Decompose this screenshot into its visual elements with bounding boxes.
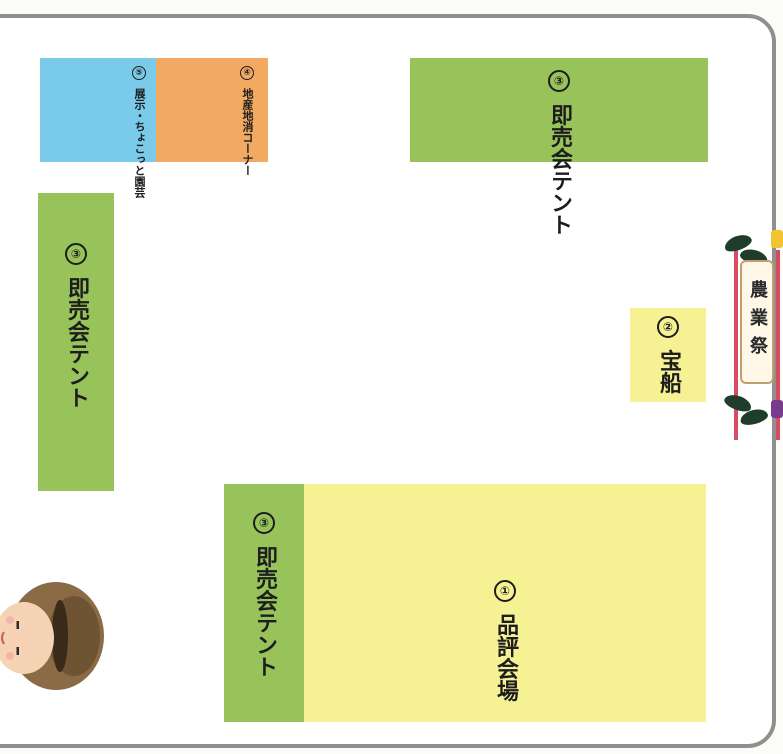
area-sokubai-top-number: ③ [548,70,570,92]
area-tenji[interactable]: ⑤ 展示・ちょこっと園芸 [40,58,156,198]
gate-post-right [776,250,780,440]
farmer-mascot-icon [0,580,112,698]
area-sokubai-left-number: ③ [65,243,87,265]
farmer-mascot-svg [0,582,104,690]
area-sokubai-top[interactable]: ③ 即売会テント [410,58,708,236]
area-hinpyo-text: 品評会場 [493,613,518,702]
area-sokubai-left-text: 即売会テント [64,276,89,409]
area-sokubai-bottom-text: 即売会テント [252,545,277,678]
area-chisan-label: ④ 地産地消コーナー [240,66,254,176]
gate-post-left [734,250,738,440]
area-hinpyo-number: ① [494,580,516,602]
area-takarabune-label: ② 宝船 [655,316,681,394]
area-sokubai-bottom[interactable]: ③ 即売会テント [224,484,304,722]
area-sokubai-left[interactable]: ③ 即売会テント [38,193,114,491]
area-takarabune[interactable]: ② 宝船 [630,308,706,402]
area-tenji-text: 展示・ちょこっと園芸 [133,87,146,198]
area-sokubai-bottom-label: ③ 即売会テント [251,512,277,678]
area-takarabune-text: 宝船 [656,349,681,394]
area-hinpyo[interactable]: ① 品評会場 [304,484,706,722]
gate-flag-top-icon [771,230,783,248]
area-hinpyo-label: ① 品評会場 [492,580,518,702]
gate-banner-label: 農業祭 [747,280,768,364]
area-sokubai-left-label: ③ 即売会テント [63,243,89,409]
area-chisan[interactable]: ④ 地産地消コーナー [156,58,268,176]
area-tenji-number: ⑤ [132,66,146,80]
area-sokubai-top-label: ③ 即売会テント [546,70,572,236]
area-tenji-label: ⑤ 展示・ちょこっと園芸 [132,66,146,198]
area-chisan-number: ④ [240,66,254,80]
area-sokubai-top-text: 即売会テント [547,103,572,236]
area-chisan-text: 地産地消コーナー [241,87,254,176]
area-takarabune-number: ② [657,316,679,338]
gate-flag-bottom-icon [771,400,783,418]
gate-banner[interactable]: 農業祭 [740,260,774,384]
area-sokubai-bottom-number: ③ [253,512,275,534]
